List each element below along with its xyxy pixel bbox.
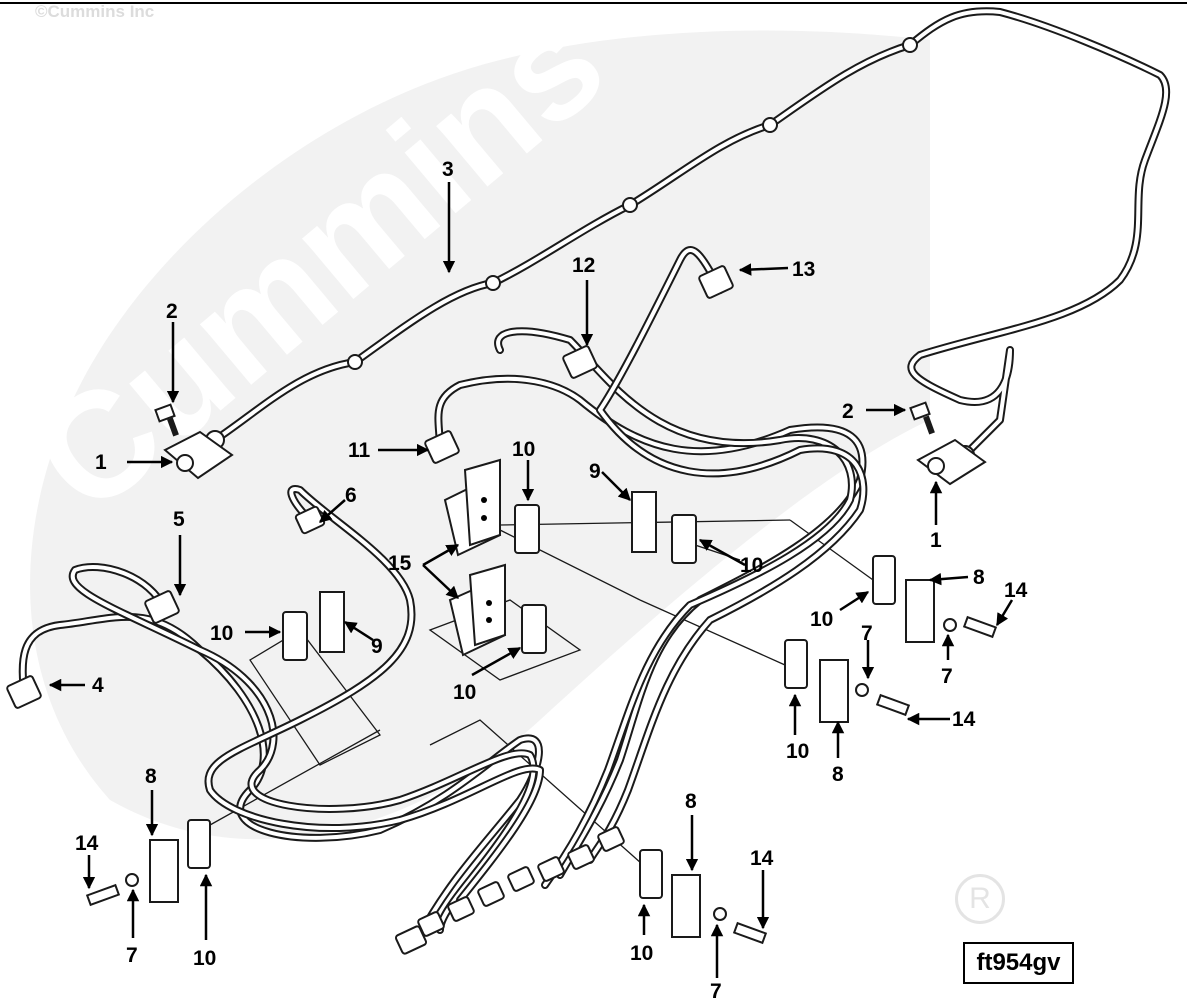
- registered-trademark-icon: R: [955, 874, 1005, 924]
- copyright-text: ©Cummins Inc: [35, 2, 155, 21]
- callout-labels: 2 1 3 12 13 2 1 11 10 9 10 5 6 15 8 14 1…: [75, 158, 1028, 1002]
- callout-10c: 10: [810, 608, 833, 631]
- fuel-line-3: [205, 7, 1171, 465]
- figure-id-label: ft954gv: [963, 942, 1074, 984]
- callout-13: 13: [792, 258, 815, 281]
- line-nuts: [6, 265, 734, 955]
- callout-2a: 2: [166, 300, 178, 323]
- banjo-fitting-left: [154, 403, 234, 480]
- bolts-and-washers: [85, 615, 998, 945]
- callout-14a: 14: [1004, 579, 1028, 602]
- callout-14b: 14: [952, 708, 976, 731]
- callout-10h: 10: [786, 740, 809, 763]
- injection-line-bundle: [18, 246, 868, 939]
- callout-2b: 2: [842, 400, 854, 423]
- callout-8c: 8: [145, 765, 157, 788]
- bracket-15-upper: [443, 458, 502, 557]
- callout-10f: 10: [193, 947, 216, 970]
- callout-8d: 8: [685, 790, 697, 813]
- callout-10b: 10: [740, 554, 763, 577]
- callout-9a: 9: [589, 460, 601, 483]
- callout-11: 11: [348, 439, 371, 462]
- callout-3: 3: [442, 158, 454, 181]
- callout-15: 15: [388, 552, 412, 575]
- callout-8b: 8: [832, 763, 844, 786]
- top-rule: [0, 2, 1187, 4]
- banjo-fitting-right: [909, 401, 987, 486]
- callout-7a: 7: [861, 622, 873, 645]
- callout-14c: 14: [75, 832, 99, 855]
- callout-1a: 1: [95, 451, 107, 474]
- callout-9b: 9: [371, 635, 383, 658]
- callout-8a: 8: [973, 566, 985, 589]
- callout-10g: 10: [630, 942, 653, 965]
- callout-1b: 1: [930, 529, 942, 552]
- callout-7d: 7: [710, 980, 722, 1002]
- callout-10e: 10: [453, 681, 476, 704]
- callout-7c: 7: [126, 944, 138, 967]
- watermark: Cummins: [3, 0, 931, 840]
- bracket-15-lower: [448, 563, 507, 657]
- callout-10a: 10: [512, 438, 535, 461]
- callout-12: 12: [572, 254, 595, 277]
- callout-14d: 14: [750, 847, 774, 870]
- callout-arrows: [48, 182, 1014, 978]
- clamps-and-plates: [149, 491, 935, 938]
- callout-4: 4: [92, 674, 104, 697]
- callout-5: 5: [173, 508, 185, 531]
- callout-7b: 7: [941, 665, 953, 688]
- callout-10d: 10: [210, 622, 233, 645]
- callout-6: 6: [345, 484, 357, 507]
